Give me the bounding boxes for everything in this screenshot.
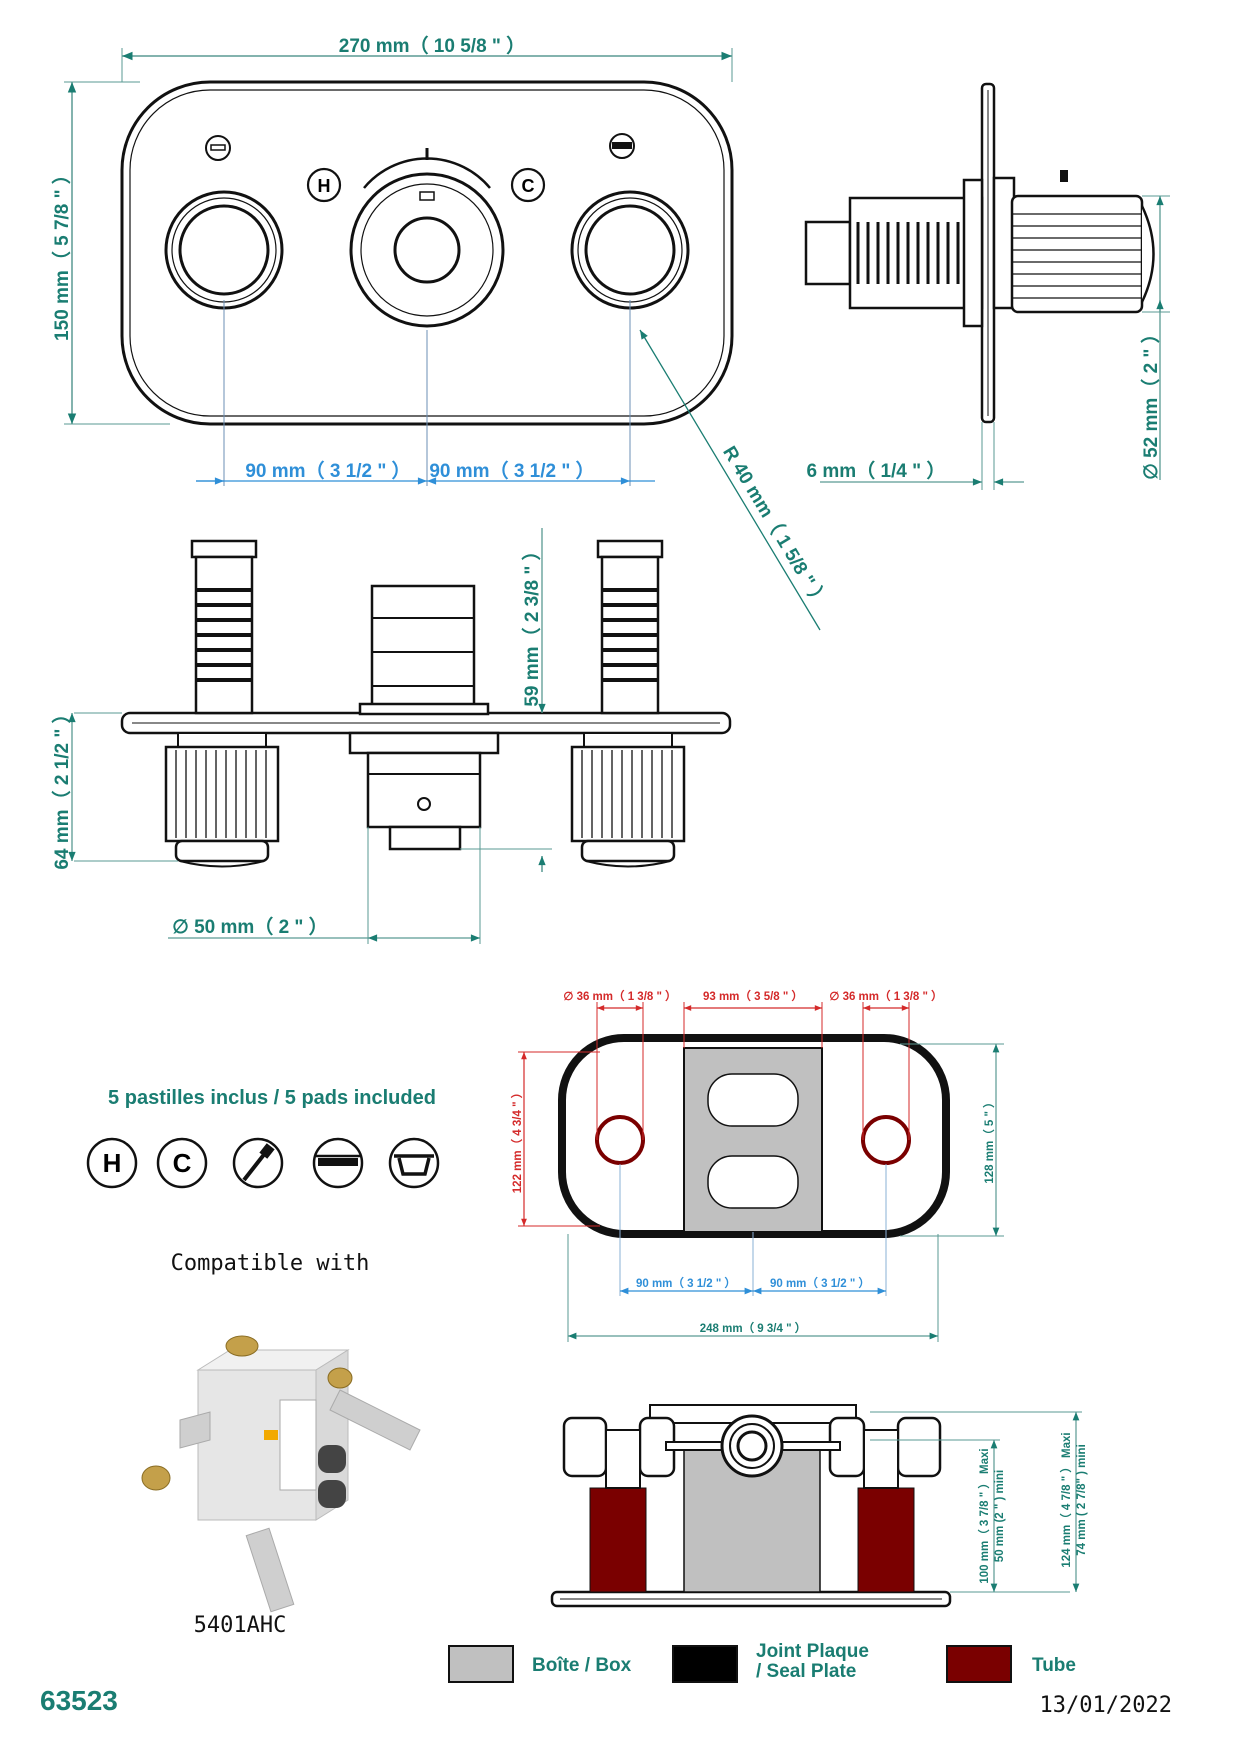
legend-label-seal-plate: Joint Plaque / Seal Plate xyxy=(756,1642,869,1682)
box-plan-height-dimension: 128 mm（ 5 " ） xyxy=(900,1043,1004,1237)
outer-max-label: 124 mm（ 4 7/8 " ） Maxi xyxy=(1059,1432,1073,1567)
hot-icon: H xyxy=(86,1137,138,1189)
center-width-label: 93 mm（ 3 5/8 " ） xyxy=(703,989,803,1003)
top-depth-label: 64 mm（ 2 1/2 " ） xyxy=(50,704,73,869)
reference-number: 63523 xyxy=(40,1685,118,1716)
cold-badge: C xyxy=(510,167,546,203)
plan-spacing-right-label: 90 mm（ 3 1/2 " ） xyxy=(770,1276,870,1290)
flow-indicator-right-icon xyxy=(609,133,635,159)
outer-min-label: 74 mm ( 2 7/8" ) mini xyxy=(1076,1444,1088,1556)
front-spacing-dimension: 90 mm（ 3 1/2 " ） 90 mm（ 3 1/2 " ） xyxy=(196,300,655,486)
pads-title: 5 pastilles inclus / 5 pads included xyxy=(108,1087,436,1109)
front-height-label: 150 mm（ 5 7/8 " ） xyxy=(50,165,73,341)
legend-swatch-seal-plate xyxy=(672,1645,738,1683)
top-projection-label: 59 mm（ 2 3/8 " ） xyxy=(520,541,543,706)
cold-icon: C xyxy=(156,1137,208,1189)
plan-width-label: 248 mm（ 9 3/4 " ） xyxy=(700,1321,806,1335)
box-plan-width-dimension: 248 mm（ 9 3/4 " ） xyxy=(567,1234,939,1342)
legend-label-box: Boîte / Box xyxy=(532,1655,632,1676)
cold-badge-text: C xyxy=(522,176,535,196)
box-plan-spacing-dimension: 90 mm（ 3 1/2 " ） 90 mm（ 3 1/2 " ） xyxy=(619,1164,887,1296)
front-spacing-right-label: 90 mm（ 3 1/2 " ） xyxy=(429,459,594,482)
legend-label-tube: Tube xyxy=(1032,1655,1076,1676)
legend-label-seal-plate-line1: Joint Plaque xyxy=(756,1641,869,1662)
inner-max-label: 100 mm（ 3 7/8 " ） Maxi xyxy=(977,1448,991,1583)
compatible-product-image xyxy=(141,1335,421,1613)
box-plan-height-red-dimension: 122 mm（ 4 3/4 " ） xyxy=(510,1051,600,1227)
hot-badge-text: H xyxy=(318,176,331,196)
box-plan-top-dimensions: ∅ 36 mm（ 1 3/8 " ） 93 mm（ 3 5/8 " ） ∅ 36… xyxy=(563,989,943,1140)
pad-icons: H C xyxy=(86,1137,440,1189)
flow-indicator-left-icon xyxy=(205,135,231,161)
overhead-shower-icon xyxy=(312,1137,364,1189)
top-depth-dimension: 64 mm（ 2 1/2 " ） xyxy=(50,704,178,870)
compatible-label: Compatible with xyxy=(171,1251,370,1276)
hole-right-label: ∅ 36 mm（ 1 3/8 " ） xyxy=(829,989,942,1003)
hole-left-label: ∅ 36 mm（ 1 3/8 " ） xyxy=(563,989,676,1003)
front-width-dimension: 270 mm（ 10 5/8 " ） xyxy=(121,34,733,82)
side-view xyxy=(804,82,1155,424)
height-red-label: 122 mm（ 4 3/4 " ） xyxy=(510,1087,524,1193)
cold-handle xyxy=(570,190,690,310)
top-view xyxy=(120,539,732,868)
top-diameter-dimension: ∅ 50 mm（ 2 " ） xyxy=(168,827,481,944)
box-elevation-dimensions: 100 mm（ 3 7/8 " ） Maxi 50 mm (2 " ) mini… xyxy=(870,1411,1088,1593)
compatible-model: 5401AHC xyxy=(194,1613,287,1638)
legend-swatch-tube xyxy=(946,1645,1012,1683)
thermostat-dial xyxy=(349,148,505,328)
top-diameter-label: ∅ 50 mm（ 2 " ） xyxy=(172,915,327,938)
box-elevation xyxy=(550,1404,952,1608)
hot-handle xyxy=(164,190,284,310)
hand-shower-icon xyxy=(232,1137,284,1189)
front-width-label: 270 mm（ 10 5/8 " ） xyxy=(339,34,525,57)
inner-min-label: 50 mm (2 " ) mini xyxy=(994,1470,1006,1562)
svg-text:C: C xyxy=(173,1148,192,1178)
bath-icon xyxy=(388,1137,440,1189)
side-diameter-dimension: ∅ 52 mm（ 2 " ） xyxy=(1139,195,1170,480)
plan-spacing-left-label: 90 mm（ 3 1/2 " ） xyxy=(636,1276,736,1290)
front-height-dimension: 150 mm（ 5 7/8 " ） xyxy=(50,81,170,425)
front-spacing-left-label: 90 mm（ 3 1/2 " ） xyxy=(245,459,410,482)
side-thickness-label: 6 mm（ 1/4 " ） xyxy=(807,459,946,482)
side-diameter-label: ∅ 52 mm（ 2 " ） xyxy=(1139,324,1162,479)
hot-badge: H xyxy=(306,167,342,203)
svg-text:H: H xyxy=(103,1148,122,1178)
height-label: 128 mm（ 5 " ） xyxy=(982,1096,996,1183)
legend-swatch-box xyxy=(448,1645,514,1683)
document-date: 13/01/2022 xyxy=(1040,1693,1172,1718)
box-plan xyxy=(558,1034,950,1238)
legend-label-seal-plate-line2: / Seal Plate xyxy=(756,1661,857,1682)
top-projection-dimension: 59 mm（ 2 3/8 " ） xyxy=(460,528,552,872)
side-thickness-dimension: 6 mm（ 1/4 " ） xyxy=(807,422,1024,490)
